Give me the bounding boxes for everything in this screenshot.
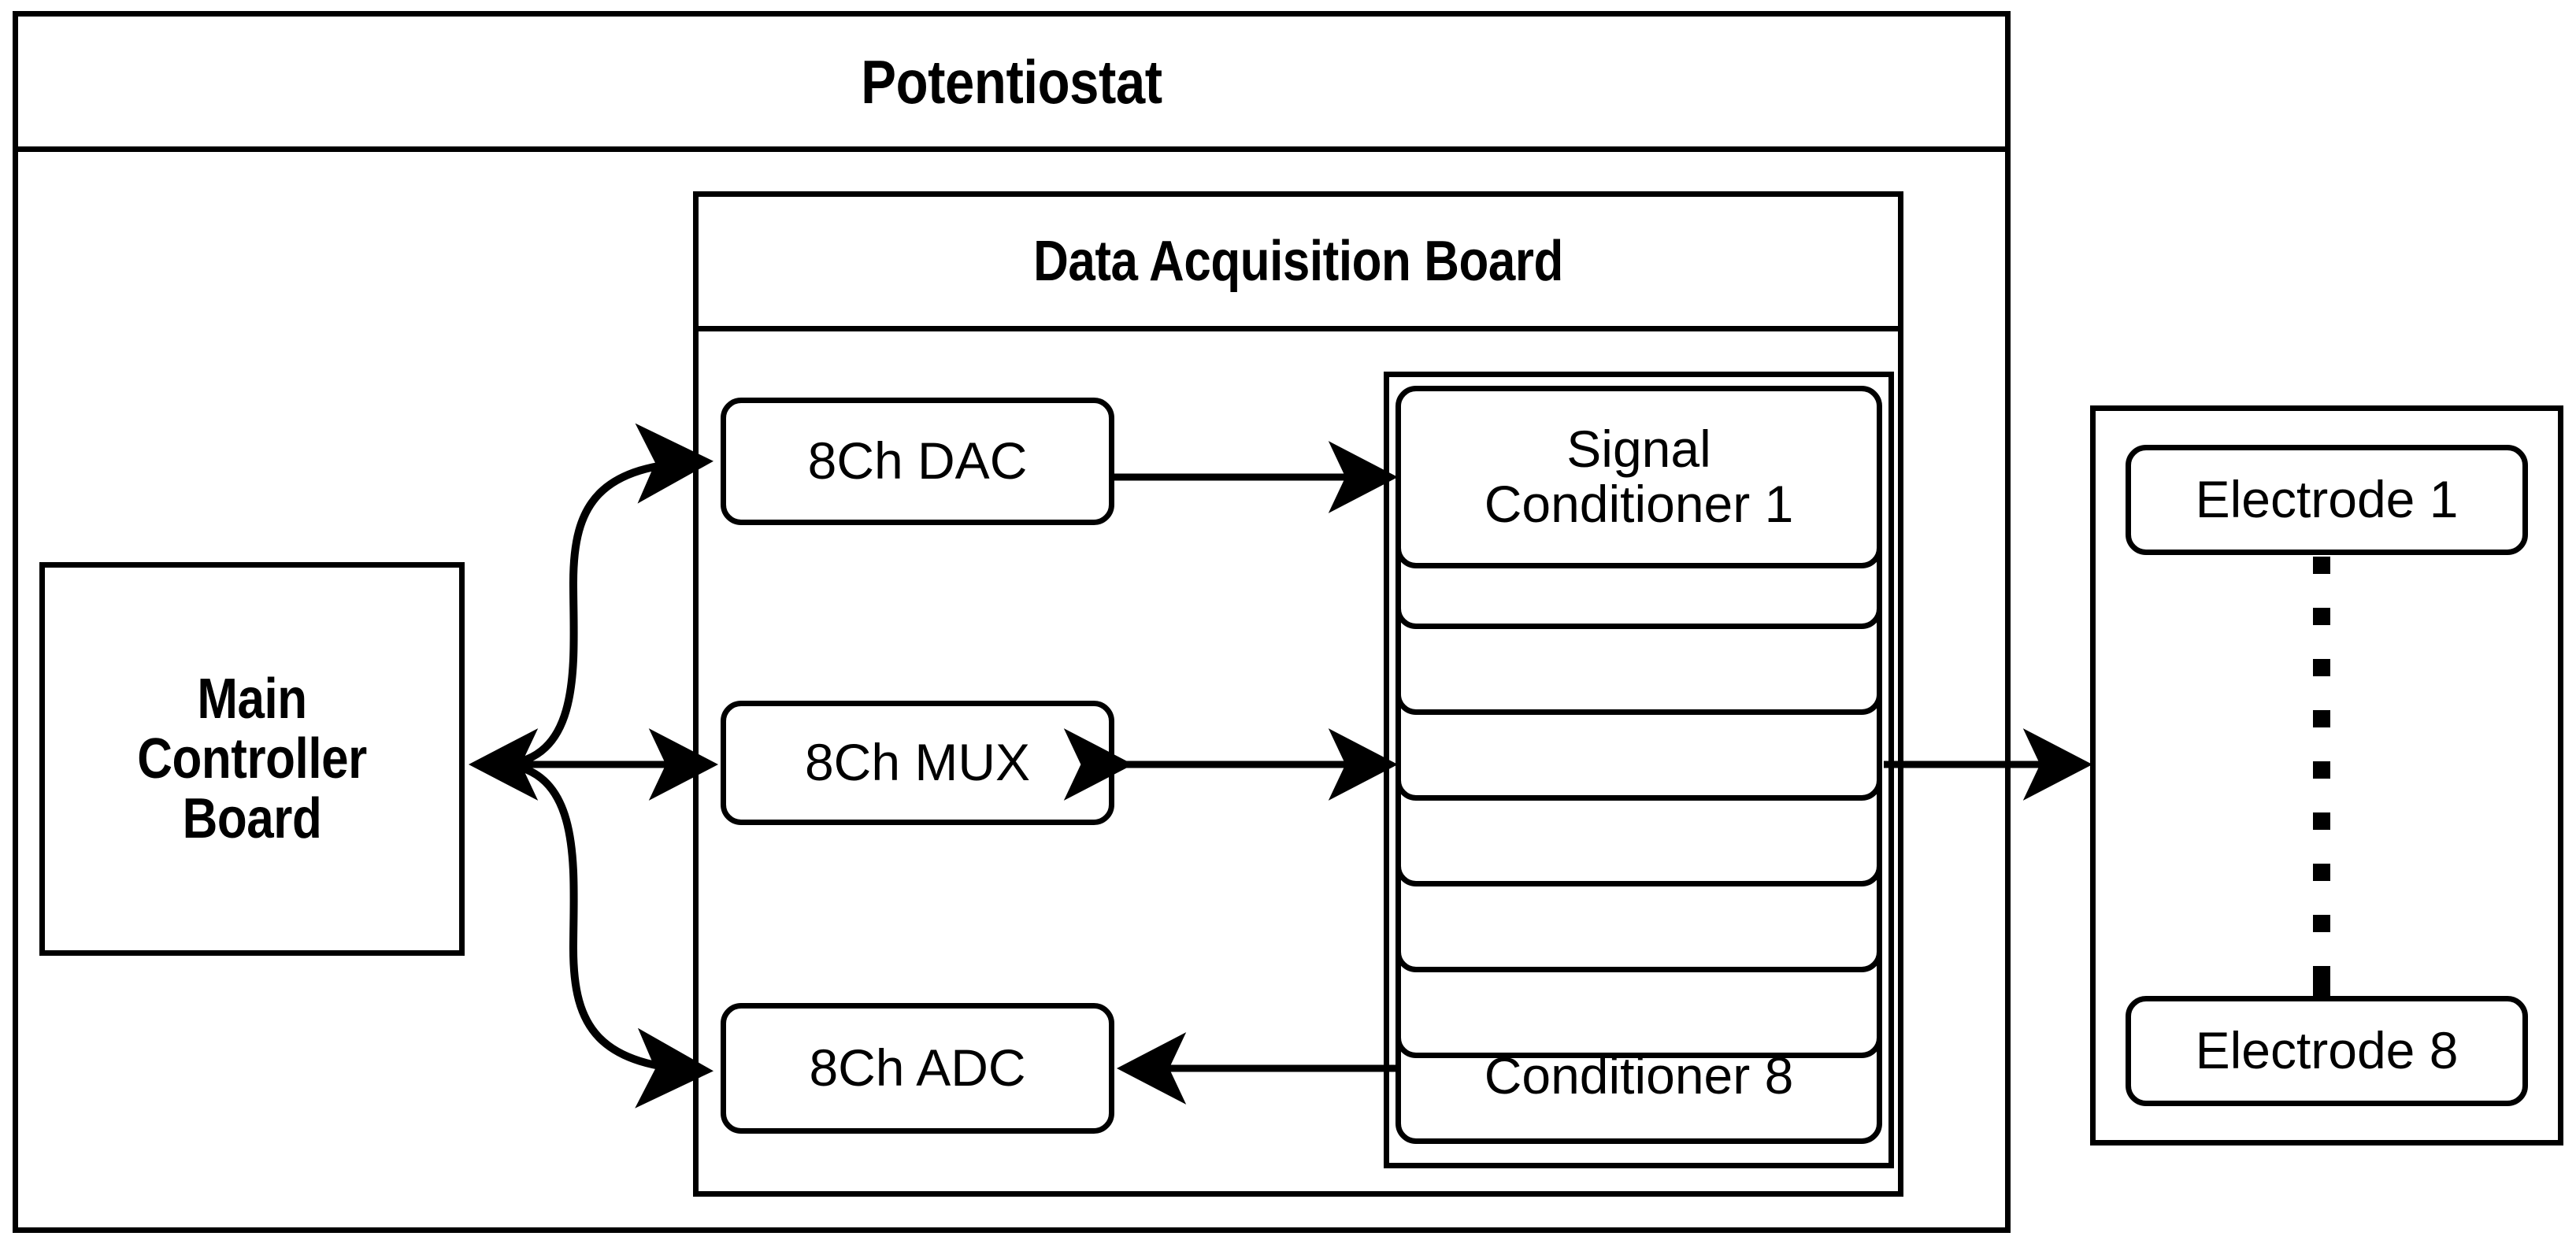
potentiostat-title-separator (13, 146, 2011, 152)
8ch-dac-block (721, 398, 1114, 525)
8ch-dac-label: 8Ch DAC (807, 431, 1028, 490)
electrode-8-label: Electrode 8 (2195, 1021, 2459, 1080)
8ch-mux-label: 8Ch MUX (804, 733, 1031, 792)
signal-conditioner-8-label: Conditioner 8 (1484, 1046, 1794, 1105)
signal-conditioner-card (1395, 386, 1882, 568)
8ch-adc-block (721, 1003, 1114, 1134)
daq-board-title-separator (693, 326, 1903, 331)
potentiostat-title: Potentiostat (861, 46, 1162, 117)
electrode-1-label: Electrode 1 (2195, 470, 2459, 529)
signal-conditioner-1-label: Signal Conditioner 1 (1484, 420, 1794, 533)
main-controller-board-label: Main Controller Board (137, 667, 367, 851)
main-controller-board (39, 562, 465, 956)
8ch-mux-block (721, 701, 1114, 825)
data-acquisition-board-title: Data Acquisition Board (1033, 229, 1563, 293)
8ch-adc-label: 8Ch ADC (809, 1038, 1026, 1097)
electrode-1-block (2126, 445, 2528, 555)
